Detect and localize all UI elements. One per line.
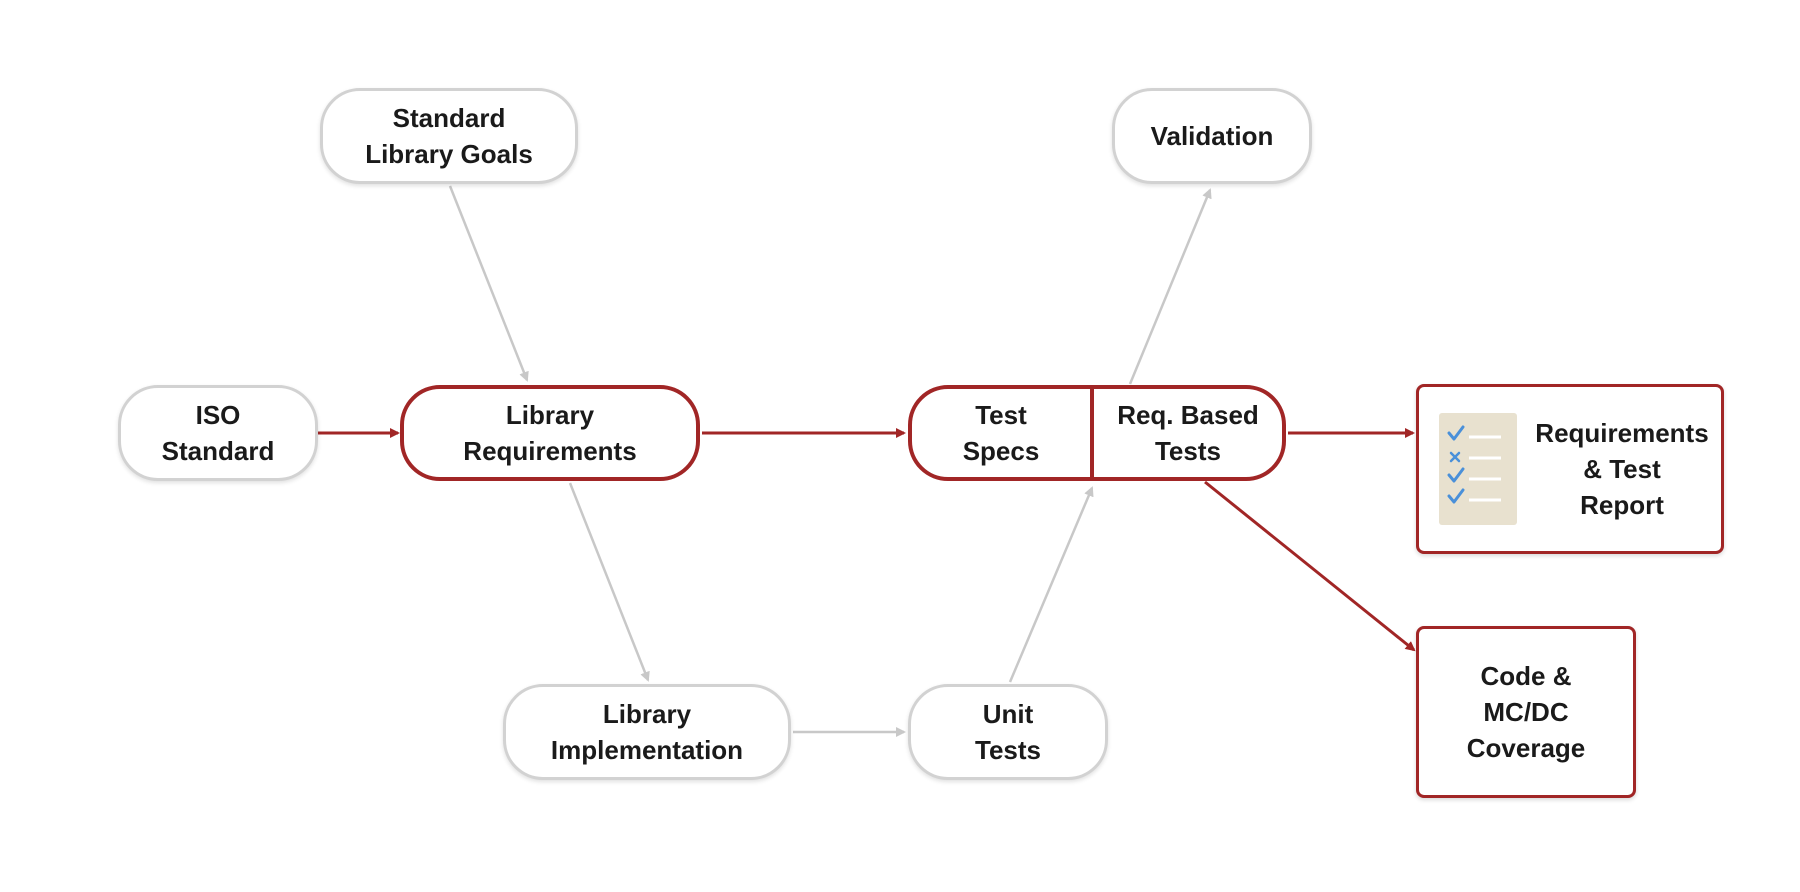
code-mcdc-coverage-node: Code & MC/DC Coverage xyxy=(1416,626,1636,798)
checklist-icon xyxy=(1439,413,1517,525)
requirements-test-report-node: Requirements & Test Report xyxy=(1416,384,1724,554)
req-based-tests-section: Req. Based Tests xyxy=(1094,389,1282,477)
requirements-test-report-text: Requirements & Test Report xyxy=(1517,415,1721,523)
edge-requirements-to-implementation xyxy=(568,482,650,682)
library-implementation-node: Library Implementation xyxy=(503,684,791,780)
iso-standard-label: ISO Standard xyxy=(161,400,275,466)
edge-tests-to-validation xyxy=(1128,188,1212,385)
library-requirements-label: Library Requirements xyxy=(463,400,637,466)
unit-tests-node: Unit Tests xyxy=(908,684,1108,780)
unit-tests-label: Unit Tests xyxy=(975,699,1041,765)
test-specs-section: Test Specs xyxy=(912,389,1094,477)
validation-node: Validation xyxy=(1112,88,1312,184)
standard-library-goals-node: Standard Library Goals xyxy=(320,88,578,184)
req-based-tests-label: Req. Based Tests xyxy=(1117,400,1259,466)
code-mcdc-coverage-label: Code & MC/DC Coverage xyxy=(1466,661,1586,763)
edge-tests-to-coverage xyxy=(1204,480,1416,652)
edge-unit-tests-to-tests xyxy=(1008,486,1094,683)
edge-goals-to-requirements xyxy=(448,185,529,382)
iso-standard-node: ISO Standard xyxy=(118,385,318,481)
requirements-test-report-label: Requirements & Test Report xyxy=(1535,418,1709,520)
validation-label: Validation xyxy=(1150,121,1274,151)
library-implementation-label: Library Implementation xyxy=(550,699,744,765)
checklist-icon-graphic xyxy=(1447,425,1501,504)
tests-node: Test Specs Req. Based Tests xyxy=(908,385,1286,481)
test-specs-label: Test Specs xyxy=(962,400,1040,466)
library-requirements-node: Library Requirements xyxy=(400,385,700,481)
standard-library-goals-label: Standard Library Goals xyxy=(365,103,533,169)
